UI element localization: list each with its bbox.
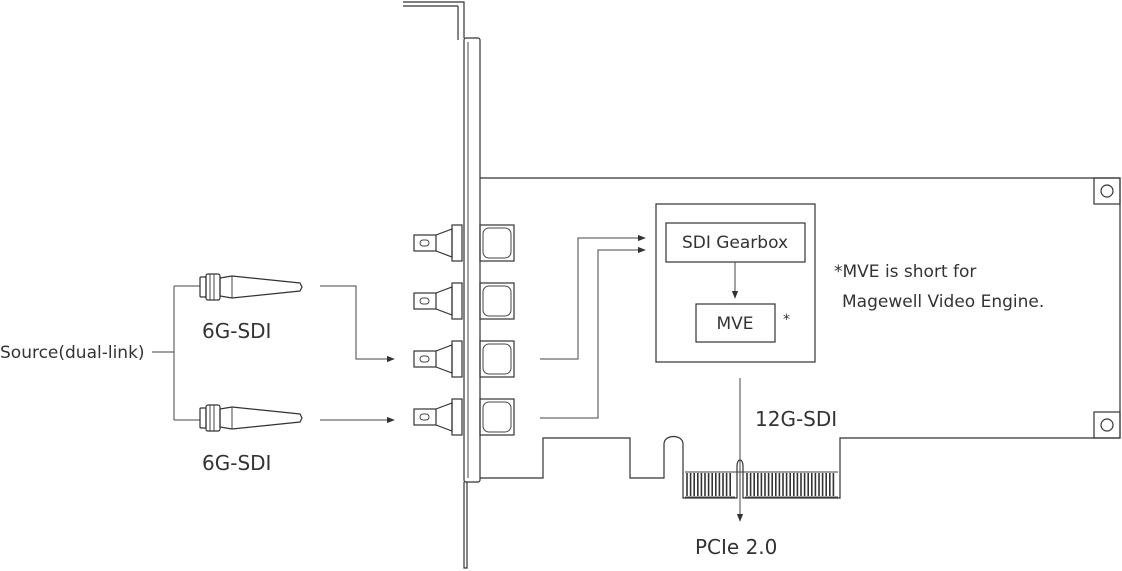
- sdi-cable-top-icon: [199, 273, 303, 301]
- processing-chip: [655, 203, 816, 363]
- gearbox-arrow-upper: [540, 234, 646, 360]
- bnc-connector-icon: [413, 398, 515, 436]
- output-label: 12G-SDI: [755, 407, 837, 431]
- cable-top-label: 6G-SDI: [202, 319, 271, 343]
- note-line2: Magewell Video Engine.: [842, 292, 1044, 312]
- bnc-connector-icon: [413, 340, 515, 378]
- mount-hole-bottom-icon: [1093, 411, 1121, 439]
- pcie-gold-fingers: [685, 471, 838, 498]
- note-line1: *MVE is short for: [834, 262, 976, 282]
- cable-bottom-label: 6G-SDI: [202, 451, 271, 475]
- mount-hole-top-icon: [1093, 177, 1121, 205]
- bus-label: PCIe 2.0: [695, 535, 777, 559]
- pcie-bracket: [403, 1, 481, 569]
- input-arrow-top: [320, 285, 395, 363]
- pcb-board: [480, 177, 1121, 499]
- gearbox-arrow-lower: [540, 246, 646, 419]
- bnc-connectors: [413, 224, 515, 436]
- source-bracket: [152, 285, 200, 421]
- mve-label: MVE: [716, 314, 753, 334]
- sdi-cable-bottom-icon: [199, 404, 303, 432]
- mve-asterisk: *: [783, 312, 790, 328]
- bnc-connector-icon: [413, 282, 515, 320]
- mve-box: [695, 303, 776, 343]
- bnc-connector-icon: [413, 224, 515, 262]
- sdi-gearbox-label: SDI Gearbox: [682, 233, 788, 253]
- source-label: Source(dual-link): [0, 343, 145, 363]
